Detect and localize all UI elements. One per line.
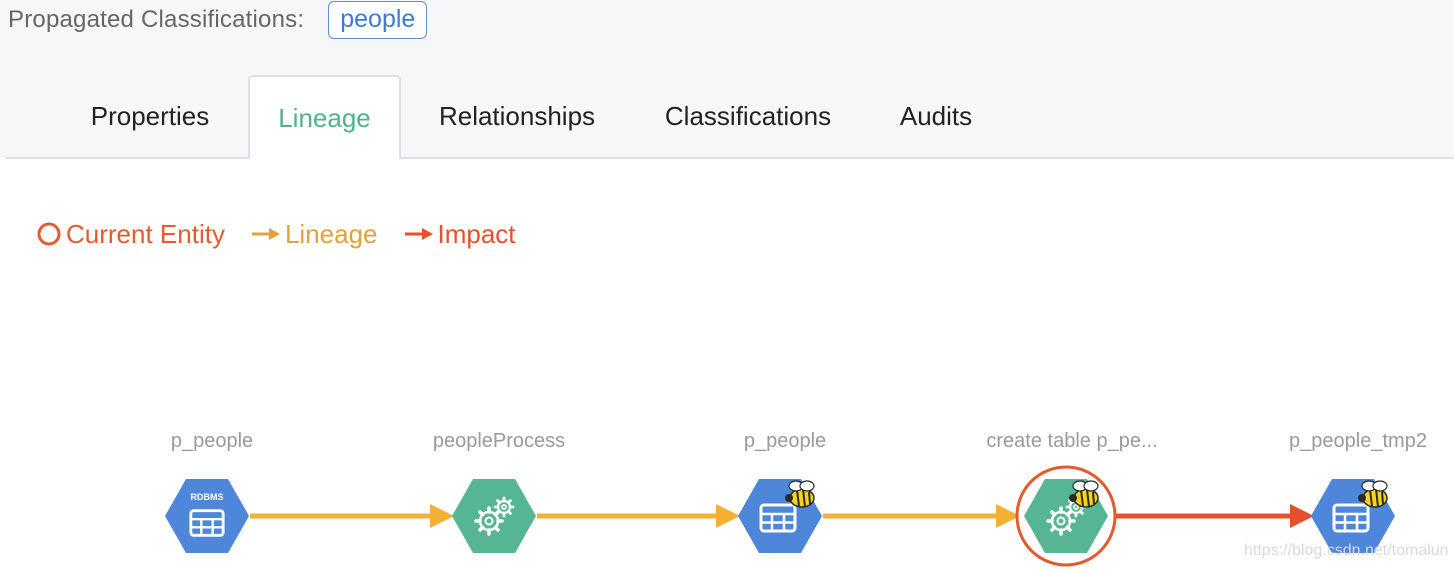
circle-icon [37, 222, 61, 246]
entity-tabs: Properties Lineage Relationships Classif… [6, 75, 1454, 159]
node-label: p_people [170, 430, 254, 452]
arrow-right-icon [251, 228, 280, 240]
legend-current-entity: Current Entity [36, 219, 225, 250]
edge-lineage [537, 504, 740, 528]
tab-relationships[interactable]: Relationships [438, 100, 596, 131]
node-label: peopleProcess [432, 430, 566, 452]
node-label: create table p_pe... [986, 430, 1158, 452]
edge-lineage [250, 504, 454, 528]
legend-current-entity-label: Current Entity [66, 218, 225, 249]
lineage-node-process[interactable] [452, 479, 536, 553]
edge-lineage [823, 504, 1020, 528]
entity-header-area: Propagated Classifications: people Prope… [0, 0, 1454, 159]
lineage-node-rdbms-table[interactable]: RDBMS [165, 479, 249, 553]
tab-lineage[interactable]: Lineage [248, 75, 401, 159]
tab-properties[interactable]: Properties [90, 100, 210, 131]
tab-classifications[interactable]: Classifications [664, 100, 832, 131]
legend-lineage: Lineage [251, 219, 378, 250]
tab-divider [6, 157, 1454, 159]
propagated-classifications-label: Propagated Classifications: [8, 6, 305, 33]
classification-tag-people[interactable]: people [328, 1, 428, 39]
watermark-text: https://blog.csdn.net/tomalun [1244, 542, 1449, 559]
propagated-classifications-row: Propagated Classifications: people [8, 0, 428, 40]
lineage-legend: Current Entity Lineage Impact [36, 214, 542, 254]
node-label: p_people_tmp2 [1289, 430, 1427, 452]
tab-audits[interactable]: Audits [899, 100, 973, 131]
arrow-right-icon [404, 228, 433, 240]
legend-impact: Impact [404, 219, 516, 250]
lineage-node-hive-table[interactable] [1311, 479, 1395, 553]
legend-lineage-label: Lineage [284, 218, 378, 249]
rdbms-badge: RDBMS [191, 492, 224, 502]
legend-impact-label: Impact [437, 218, 516, 249]
lineage-node-current-process[interactable] [1015, 465, 1117, 567]
edge-impact [1114, 504, 1314, 528]
lineage-node-hive-table[interactable] [738, 479, 822, 553]
node-label: p_people [743, 430, 827, 452]
